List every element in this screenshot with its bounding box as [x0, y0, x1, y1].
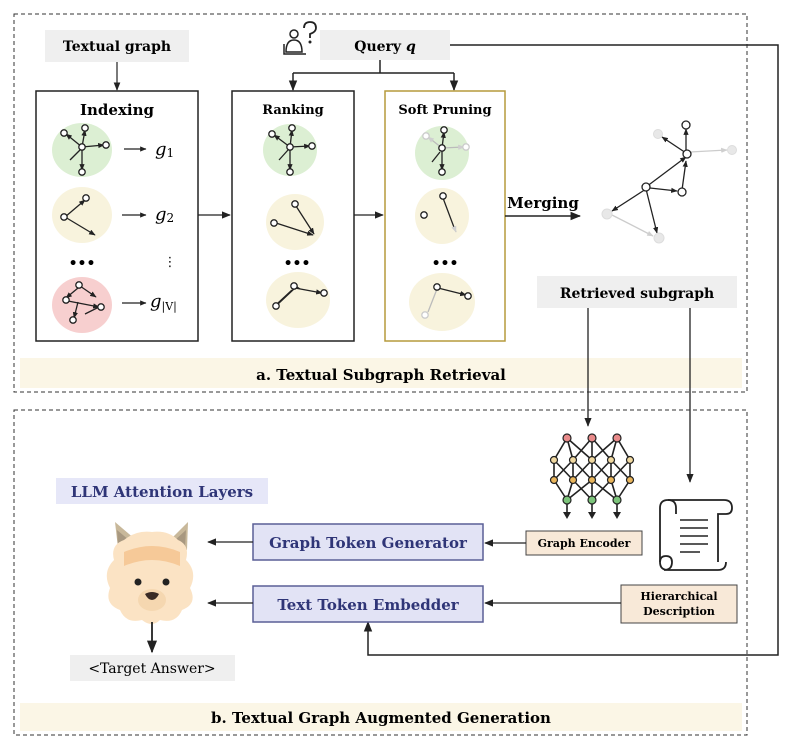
llm-attention-box	[56, 478, 268, 504]
section-b: b. Textual Graph Augmented Generation LL…	[13, 409, 748, 736]
merged-graph	[601, 120, 737, 244]
ranking-ellipsis: •••	[284, 256, 311, 272]
ranking-graph-2	[266, 194, 324, 250]
section-a: a. Textual Subgraph Retrieval Textual gr…	[13, 13, 779, 656]
merging-label: Merging	[507, 194, 579, 212]
hierarchical-description-box	[620, 584, 738, 624]
pruning-ellipsis: •••	[432, 256, 459, 272]
indexing-title: Indexing	[80, 101, 155, 119]
text-token-embedder-box	[252, 585, 484, 623]
retrieved-subgraph-label: Retrieved subgraph	[560, 286, 714, 302]
index-vertical-ellipsis: ⋮	[164, 255, 177, 270]
llm-attention-label: LLM Attention Layers	[71, 483, 253, 501]
pruning-graph-3	[409, 273, 475, 331]
hierarchical-description-line1: Hierarchical	[640, 590, 717, 603]
index-label-2: g2	[155, 204, 174, 225]
index-graph-1	[52, 123, 112, 177]
target-answer-box	[70, 655, 235, 681]
ranking-graph-3	[266, 272, 330, 328]
textual-graph-box	[45, 30, 189, 62]
section-a-title: a. Textual Subgraph Retrieval	[256, 366, 506, 384]
index-label-1: g1	[155, 139, 174, 160]
retrieved-subgraph-box	[537, 276, 737, 308]
question-person-icon	[283, 21, 317, 55]
hierarchical-description-line2: Description	[643, 605, 715, 618]
graph-encoder-box	[525, 530, 643, 556]
graph-token-generator-label: Graph Token Generator	[269, 534, 468, 552]
soft-pruning-title: Soft Pruning	[398, 103, 491, 118]
index-ellipsis: •••	[69, 256, 96, 272]
query-label: Query q	[354, 39, 416, 55]
ranking-title: Ranking	[262, 103, 323, 118]
ranking-graph-1	[263, 124, 317, 176]
target-answer-label: <Target Answer>	[88, 661, 215, 677]
query-box	[320, 30, 450, 60]
alpaca-icon	[106, 522, 194, 624]
pruning-graph-1	[415, 126, 470, 180]
neural-network-icon	[549, 433, 635, 519]
index-graph-v	[52, 277, 112, 333]
graph-token-generator-box	[252, 523, 484, 561]
textual-graph-label: Textual graph	[63, 39, 171, 55]
text-token-embedder-label: Text Token Embedder	[277, 596, 459, 614]
index-graph-2	[52, 187, 112, 243]
index-label-v: g|V|	[150, 291, 177, 314]
pruning-graph-2	[415, 188, 469, 244]
graph-encoder-label: Graph Encoder	[538, 537, 631, 550]
scroll-document-icon	[659, 499, 733, 571]
section-b-title: b. Textual Graph Augmented Generation	[211, 709, 551, 727]
